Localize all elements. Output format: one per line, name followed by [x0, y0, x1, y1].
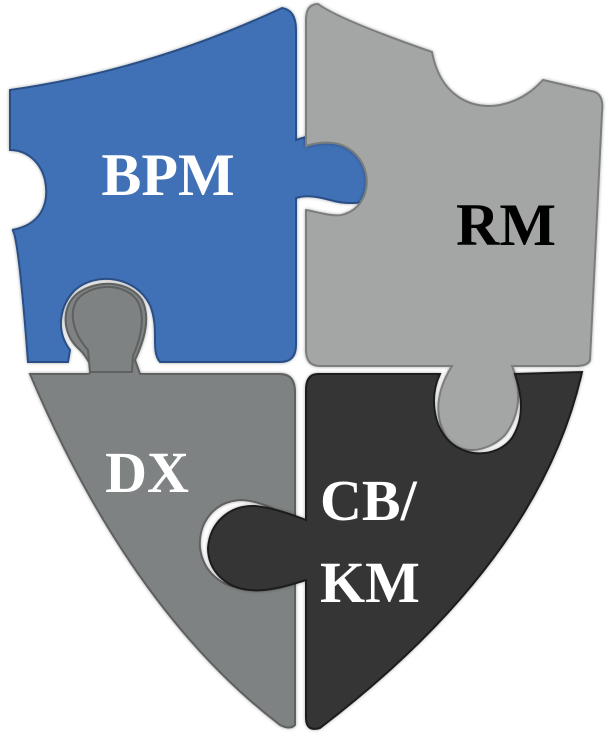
puzzle-piece-cbkm [206, 370, 584, 730]
puzzle-piece-rm [305, 2, 604, 451]
piece-label-bpm: BPM [101, 142, 234, 208]
puzzle-piece-bpm [9, 6, 395, 363]
piece-label-rm: RM [456, 192, 556, 258]
piece-label-dx: DX [105, 440, 189, 505]
puzzle-piece-dx [28, 282, 296, 729]
piece-label-cbkm-line2: KM [320, 550, 420, 615]
piece-label-cbkm-line1: CB/ [320, 468, 418, 533]
